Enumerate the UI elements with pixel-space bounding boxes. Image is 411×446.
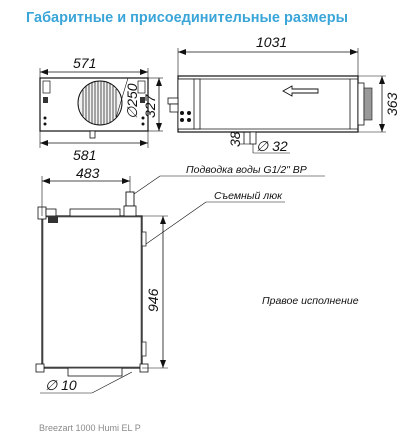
version-label: Правое исполнение bbox=[262, 295, 359, 307]
model-caption: Breezart 1000 Humi EL P bbox=[39, 423, 141, 433]
front-view bbox=[39, 68, 163, 148]
side-view-body bbox=[177, 75, 359, 133]
plan-view-body bbox=[41, 215, 143, 369]
plan-view bbox=[35, 175, 325, 394]
dim-1031: 1031 bbox=[256, 34, 287, 50]
dim-363: 363 bbox=[384, 92, 400, 116]
dim-hole-diameter: ∅ 10 bbox=[45, 377, 77, 393]
dim-946: 946 bbox=[145, 288, 161, 312]
page-title: Габаритные и присоединительные размеры bbox=[26, 10, 348, 26]
dim-327: 327 bbox=[142, 93, 158, 118]
water-supply-label: Подводка воды G1/2" ВР bbox=[186, 164, 307, 176]
dim-fan-diameter: ∅250 bbox=[124, 83, 140, 119]
dim-38: 38 bbox=[227, 131, 243, 147]
hatch-label: Съемный люк bbox=[214, 190, 283, 202]
dim-581: 581 bbox=[73, 147, 96, 163]
side-view bbox=[167, 48, 386, 154]
dim-drain-diameter: ∅ 32 bbox=[256, 138, 288, 154]
dim-571: 571 bbox=[73, 55, 96, 71]
dim-483: 483 bbox=[76, 165, 100, 181]
fan-icon bbox=[77, 80, 123, 126]
airflow-arrow-icon bbox=[282, 85, 319, 97]
